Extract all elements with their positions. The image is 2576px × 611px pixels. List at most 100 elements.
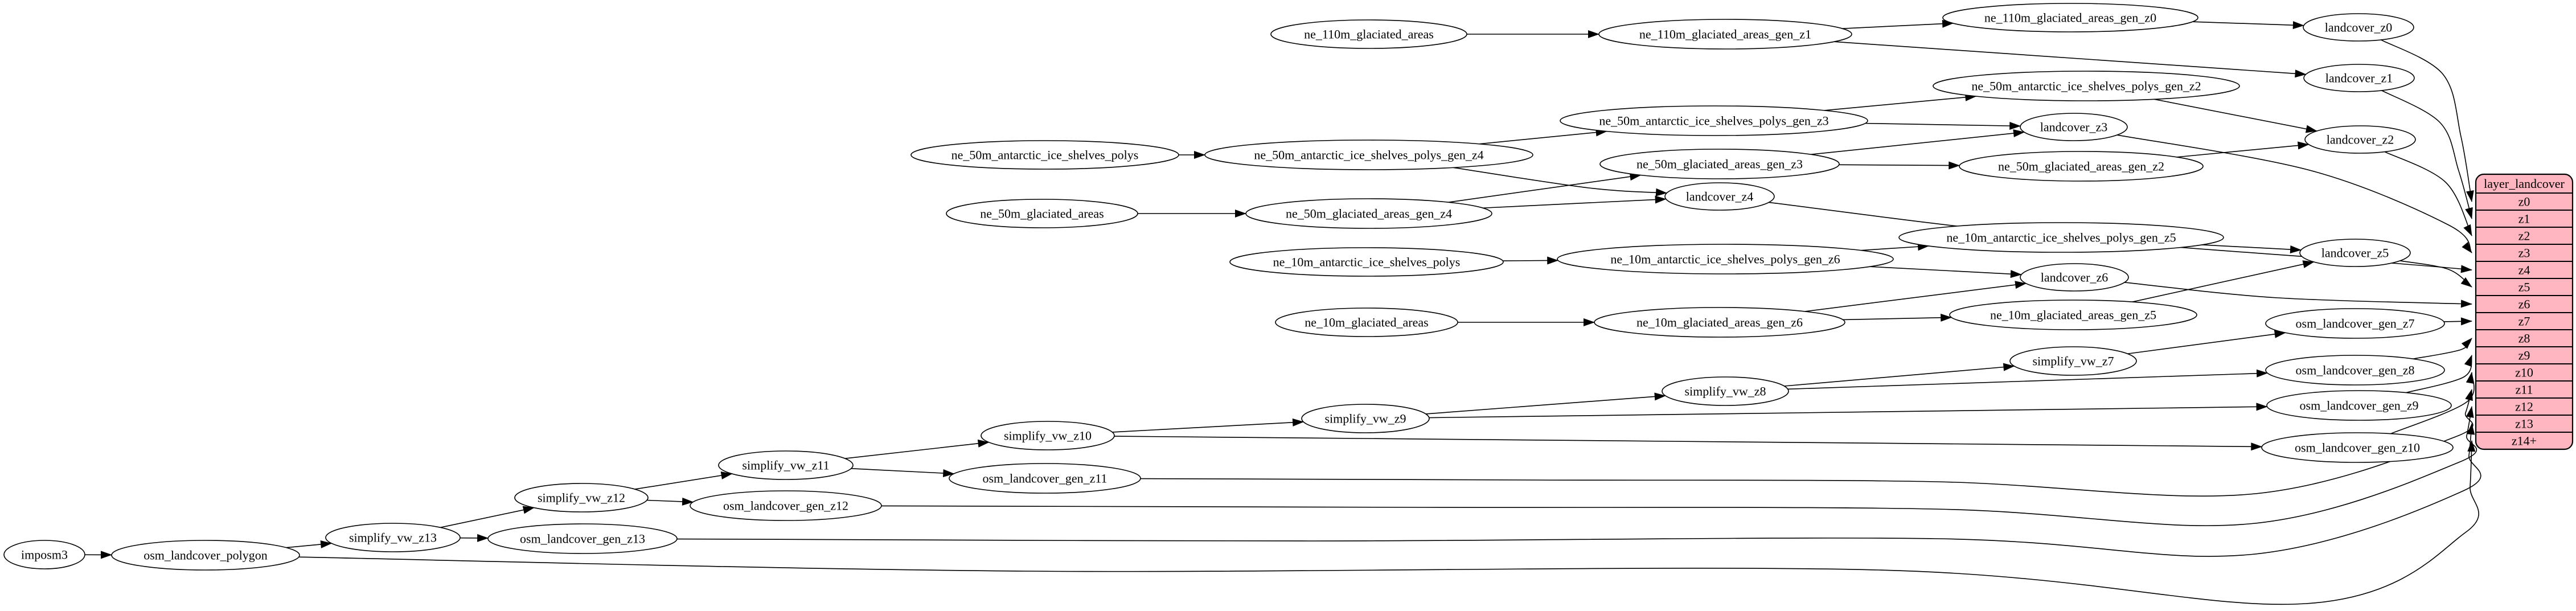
node-label: osm_landcover_gen_z8 <box>2296 363 2415 378</box>
table-row-z2: z2 <box>2518 229 2530 243</box>
node-label: osm_landcover_gen_z11 <box>982 471 1107 486</box>
table-row-z7: z7 <box>2518 314 2530 329</box>
table-row-z8: z8 <box>2518 331 2530 346</box>
node-label: ne_10m_antarctic_ice_shelves_polys_gen_z… <box>1610 252 1840 266</box>
edge-simplify_vw_z8-to-simplify_vw_z7 <box>1784 363 2015 387</box>
edge-ne_50m_antarctic_ice_shelves_polys_gen_z4-to-ne_50m_antarctic_ice_shelves_polys_gen_z3 <box>1479 128 1607 145</box>
node-osm_landcover_gen_z7: osm_landcover_gen_z7 <box>2265 308 2445 339</box>
node-ne_50m_glaciated_areas_gen_z3: ne_50m_glaciated_areas_gen_z3 <box>1599 149 1840 179</box>
edge-ne_50m_antarctic_ice_shelves_polys_gen_z2-to-landcover_z2 <box>2154 99 2317 133</box>
edge-landcover_z3-to-layer-row-z3 <box>2117 134 2472 253</box>
node-osm_landcover_gen_z13: osm_landcover_gen_z13 <box>487 523 678 554</box>
node-simplify_vw_z13: simplify_vw_z13 <box>325 523 461 552</box>
node-label: simplify_vw_z12 <box>538 491 625 505</box>
node-label: osm_landcover_gen_z13 <box>520 532 645 546</box>
node-osm_landcover_gen_z8: osm_landcover_gen_z8 <box>2265 355 2445 386</box>
node-label: ne_50m_glaciated_areas <box>980 207 1104 221</box>
table-row-z12: z12 <box>2515 400 2533 414</box>
edge-ne_50m_antarctic_ice_shelves_polys_gen_z4-to-landcover_z4 <box>1453 167 1668 196</box>
node-shape <box>111 540 300 571</box>
node-shape <box>487 523 678 554</box>
node-ne_10m_glaciated_areas_gen_z5: ne_10m_glaciated_areas_gen_z5 <box>1949 300 2197 330</box>
edge-simplify_vw_z10-to-osm_landcover_gen_z10 <box>1114 436 2263 451</box>
node-label: simplify_vw_z9 <box>1325 412 1406 426</box>
table-row-z11: z11 <box>2516 383 2533 397</box>
node-simplify_vw_z11: simplify_vw_z11 <box>718 450 854 480</box>
node-shape <box>1301 404 1430 433</box>
node-simplify_vw_z7: simplify_vw_z7 <box>2009 346 2137 376</box>
edge-ne_10m_glaciated_areas_gen_z5-to-landcover_z5 <box>2132 260 2315 302</box>
node-ne_50m_glaciated_areas_gen_z2: ne_50m_glaciated_areas_gen_z2 <box>1959 151 2204 182</box>
node-label: ne_50m_antarctic_ice_shelves_polys_gen_z… <box>1254 148 1483 162</box>
edge-simplify_vw_z13-to-simplify_vw_z12 <box>440 506 535 528</box>
edge-ne_10m_antarctic_ice_shelves_polys-to-ne_10m_antarctic_ice_shelves_polys_gen_z6 <box>1503 256 1559 265</box>
edge-ne_10m_glaciated_areas_gen_z6-to-landcover_z6 <box>1804 281 2027 312</box>
table-row-z6: z6 <box>2518 297 2530 311</box>
node-label: osm_landcover_gen_z7 <box>2296 317 2415 331</box>
table-row-z5: z5 <box>2518 280 2530 294</box>
node-landcover_z3: landcover_z3 <box>2020 113 2128 141</box>
node-label: simplify_vw_z10 <box>1004 429 1092 443</box>
node-shape <box>325 523 461 552</box>
node-label: ne_50m_glaciated_areas_gen_z3 <box>1636 157 1803 171</box>
node-ne_10m_glaciated_areas: ne_10m_glaciated_areas <box>1275 307 1458 337</box>
table-row-z9: z9 <box>2518 348 2530 363</box>
edge-osm_landcover_gen_z7-to-layer-row-z7 <box>2443 317 2472 326</box>
node-ne_10m_antarctic_ice_shelves_polys_gen_z6: ne_10m_antarctic_ice_shelves_polys_gen_z… <box>1557 244 1894 274</box>
edge-ne_110m_glaciated_areas_gen_z0-to-landcover_z0 <box>2192 21 2304 30</box>
edge-osm_landcover_gen_z10-to-layer-row-z10 <box>2390 372 2475 434</box>
node-landcover_z1: landcover_z1 <box>2303 64 2415 92</box>
edge-simplify_vw_z8-to-osm_landcover_gen_z8 <box>1787 369 2269 390</box>
edge-ne_50m_glaciated_areas_gen_z2-to-landcover_z2 <box>2176 141 2310 158</box>
node-label: ne_50m_glaciated_areas_gen_z2 <box>1998 159 2164 174</box>
edges-layer <box>84 19 2481 605</box>
node-ne_50m_antarctic_ice_shelves_polys_gen_z2: ne_50m_antarctic_ice_shelves_polys_gen_z… <box>1933 71 2240 101</box>
edge-ne_10m_antarctic_ice_shelves_polys_gen_z5-to-landcover_z5 <box>2202 244 2302 254</box>
edge-landcover_z5-to-layer-row-z5 <box>2399 260 2472 288</box>
node-label: ne_10m_antarctic_ice_shelves_polys <box>1273 255 1461 269</box>
node-shape <box>1933 71 2240 101</box>
node-label: ne_110m_glaciated_areas_gen_z1 <box>1639 27 1811 42</box>
node-label: ne_50m_antarctic_ice_shelves_polys_gen_z… <box>1599 114 1828 128</box>
node-label: landcover_z2 <box>2327 133 2394 147</box>
node-label: ne_10m_glaciated_areas_gen_z6 <box>1636 315 1803 330</box>
edge-osm_landcover_gen_z11-to-layer-row-z11 <box>1140 389 2474 497</box>
edge-osm_landcover_gen_z8-to-layer-row-z8 <box>2413 338 2472 360</box>
node-osm_landcover_gen_z10: osm_landcover_gen_z10 <box>2261 432 2454 463</box>
node-ne_50m_antarctic_ice_shelves_polys_gen_z3: ne_50m_antarctic_ice_shelves_polys_gen_z… <box>1560 105 1868 136</box>
node-label: landcover_z1 <box>2325 71 2393 85</box>
node-shape <box>946 199 1138 228</box>
edge-simplify_vw_z7-to-osm_landcover_gen_z7 <box>2127 330 2286 355</box>
node-shape <box>1959 151 2204 182</box>
node-simplify_vw_z12: simplify_vw_z12 <box>514 483 649 512</box>
node-ne_110m_glaciated_areas_gen_z1: ne_110m_glaciated_areas_gen_z1 <box>1598 19 1852 50</box>
edge-osm_landcover_gen_z12-to-layer-row-z12 <box>881 406 2477 526</box>
node-shape <box>1557 244 1894 274</box>
edge-ne_110m_glaciated_areas_gen_z1-to-ne_110m_glaciated_areas_gen_z0 <box>1842 19 1954 29</box>
node-shape <box>718 450 854 480</box>
edge-simplify_vw_z9-to-osm_landcover_gen_z9 <box>1429 403 2268 419</box>
node-shape <box>2009 346 2137 376</box>
table-row-z4: z4 <box>2518 263 2530 277</box>
node-shape <box>2020 263 2129 292</box>
node-osm_landcover_polygon: osm_landcover_polygon <box>111 540 300 571</box>
node-label: osm_landcover_gen_z12 <box>723 499 848 513</box>
node-landcover_z4: landcover_z4 <box>1664 182 1775 211</box>
edge-landcover_z0-to-layer-row-z0 <box>2381 39 2474 202</box>
node-shape <box>2265 308 2445 339</box>
node-shape <box>1599 149 1840 179</box>
node-landcover_z0: landcover_z0 <box>2303 13 2414 42</box>
edge-osm_landcover_polygon-to-simplify_vw_z13 <box>286 540 333 548</box>
node-landcover_z2: landcover_z2 <box>2304 125 2416 154</box>
edge-ne_50m_glaciated_areas_gen_z3-to-landcover_z3 <box>1811 129 2025 155</box>
table-row-z13: z13 <box>2515 417 2533 431</box>
node-imposm3: imposm3 <box>3 540 85 569</box>
node-label: simplify_vw_z11 <box>742 458 829 473</box>
node-label: ne_110m_glaciated_areas_gen_z0 <box>1984 11 2156 25</box>
node-ne_50m_antarctic_ice_shelves_polys: ne_50m_antarctic_ice_shelves_polys <box>910 140 1179 170</box>
node-label: osm_landcover_gen_z10 <box>2295 441 2420 455</box>
node-label: simplify_vw_z7 <box>2033 354 2114 368</box>
node-ne_10m_antarctic_ice_shelves_polys: ne_10m_antarctic_ice_shelves_polys <box>1229 247 1504 277</box>
node-shape <box>1664 182 1775 211</box>
node-label: ne_110m_glaciated_areas <box>1304 27 1434 42</box>
